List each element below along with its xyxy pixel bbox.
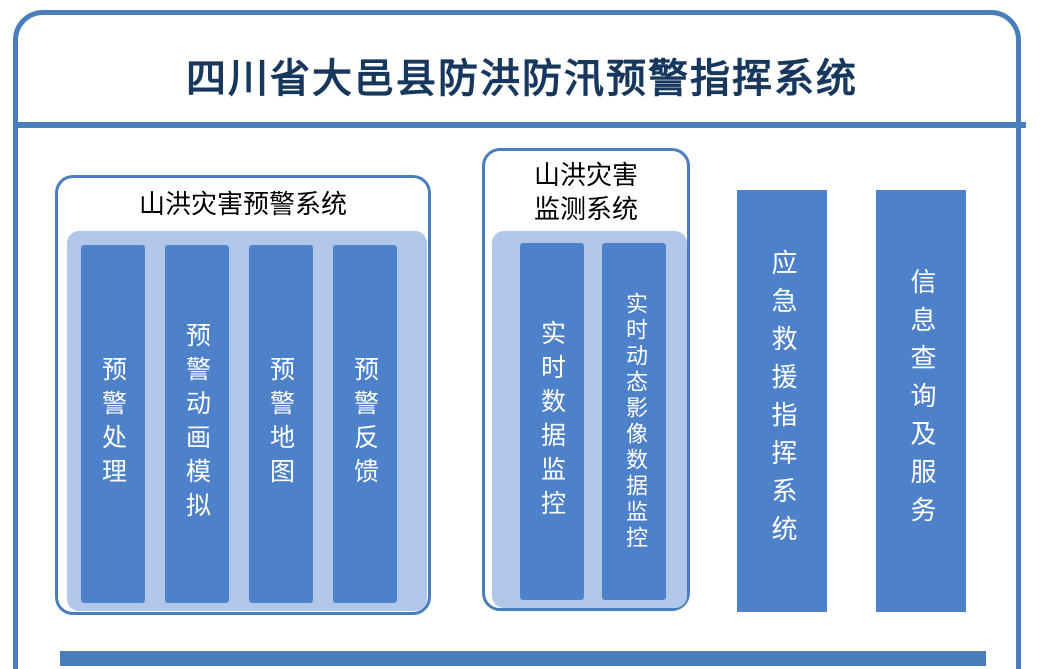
monitor-system-group: 山洪灾害 监测系统 实时数据监控 实时动态影像数据监控 (482, 148, 690, 611)
monitor-group-label: 山洪灾害 监测系统 (485, 159, 687, 227)
monitor-item-realtime-video-data: 实时动态影像数据监控 (602, 243, 666, 600)
monitor-item-realtime-video-data-label: 实时动态影像数据监控 (622, 291, 647, 552)
warning-system-group: 山洪灾害预警系统 预警处理 预警动画模拟 预警地图 预警反馈 (55, 175, 431, 615)
warning-group-tray: 预警处理 预警动画模拟 预警地图 预警反馈 (67, 231, 427, 611)
warning-item-map: 预警地图 (249, 245, 313, 603)
warning-item-animation-simulation-label: 预警动画模拟 (182, 322, 212, 526)
warning-group-label: 山洪灾害预警系统 (138, 190, 347, 220)
emergency-rescue-command-bar: 应急救援指挥系统 (737, 190, 827, 612)
info-query-service-bar: 信息查询及服务 (876, 190, 966, 612)
title-divider-line (18, 122, 1026, 128)
warning-item-processing: 预警处理 (81, 245, 145, 603)
outer-frame (13, 10, 1021, 669)
diagram-title: 四川省大邑县防洪防汛预警指挥系统 (186, 56, 858, 102)
bottom-divider-line (60, 651, 986, 666)
monitor-group-label-line2: 监测系统 (533, 195, 638, 225)
warning-item-animation-simulation: 预警动画模拟 (165, 245, 229, 603)
warning-item-feedback: 预警反馈 (333, 245, 397, 603)
emergency-rescue-command-label: 应急救援指挥系统 (767, 249, 797, 553)
monitor-item-realtime-data-label: 实时数据监控 (537, 319, 567, 524)
monitor-item-realtime-data: 实时数据监控 (520, 243, 584, 600)
monitor-group-label-line1: 山洪灾害 (533, 161, 638, 191)
monitor-group-tray: 实时数据监控 实时动态影像数据监控 (492, 231, 687, 608)
info-query-service-label: 信息查询及服务 (906, 268, 936, 534)
warning-item-map-label: 预警地图 (266, 356, 296, 492)
warning-item-processing-label: 预警处理 (98, 356, 128, 492)
warning-item-feedback-label: 预警反馈 (350, 356, 380, 492)
